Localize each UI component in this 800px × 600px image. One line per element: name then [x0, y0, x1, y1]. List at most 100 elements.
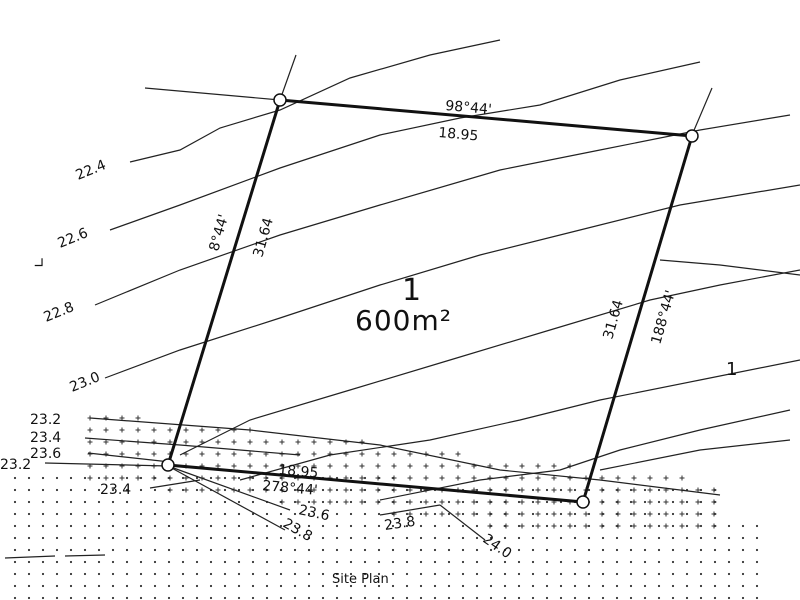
stipple-dot: [559, 488, 563, 492]
stipple-dot: [685, 512, 689, 516]
stipple-dot: [363, 476, 367, 480]
stipple-dot: [223, 584, 227, 588]
stipple-dot: [377, 548, 381, 552]
contour-line-h: [691, 87, 713, 136]
stipple-dot: [643, 572, 647, 576]
stipple-dot: [41, 572, 45, 576]
lot-area: 600m²: [355, 304, 452, 337]
stipple-dot: [657, 596, 661, 600]
stipple-dot: [307, 536, 311, 540]
stipple-dot: [251, 500, 255, 504]
stipple-dot: [209, 560, 213, 564]
stipple-dot: [587, 572, 591, 576]
stipple-dot: [573, 572, 577, 576]
stipple-dot: [223, 560, 227, 564]
stipple-dot: [181, 500, 185, 504]
stipple-dot: [363, 524, 367, 528]
stipple-dot: [111, 500, 115, 504]
stipple-dot: [671, 572, 675, 576]
stipple-dot: [629, 572, 633, 576]
stipple-dot: [741, 536, 745, 540]
stipple-dot: [125, 476, 129, 480]
contour-line-22-6: [109, 61, 701, 231]
stipple-dot: [139, 596, 143, 600]
stipple-dot: [433, 596, 437, 600]
stipple-dot: [475, 560, 479, 564]
stipple-dot: [349, 524, 353, 528]
stipple-dot: [307, 548, 311, 552]
stipple-dot: [419, 596, 423, 600]
stipple-dot: [559, 584, 563, 588]
stipple-dot: [461, 560, 465, 564]
stipple-dot: [587, 512, 591, 516]
stipple-dot: [391, 572, 395, 576]
stipple-dot: [671, 560, 675, 564]
stipple-dot: [279, 560, 283, 564]
stipple-dot: [55, 596, 59, 600]
stipple-dot: [251, 488, 255, 492]
stipple-dot: [685, 536, 689, 540]
stipple-dot: [475, 584, 479, 588]
contour-line-23-8b: [379, 504, 441, 516]
stipple-dot: [293, 572, 297, 576]
stipple-dot: [713, 536, 717, 540]
stipple-dot: [41, 512, 45, 516]
stipple-dot: [755, 548, 759, 552]
stipple-dot: [741, 584, 745, 588]
stipple-dot: [111, 596, 115, 600]
stipple-dot: [489, 560, 493, 564]
stipple-dot: [279, 584, 283, 588]
stipple-dot: [685, 500, 689, 504]
stipple-dot: [153, 500, 157, 504]
stipple-dot: [559, 560, 563, 564]
stipple-dot: [503, 584, 507, 588]
stipple-dot: [83, 488, 87, 492]
stipple-dot: [55, 524, 59, 528]
stipple-dot: [545, 512, 549, 516]
stipple-dot: [601, 560, 605, 564]
stipple-dot: [377, 512, 381, 516]
stipple-dot: [237, 500, 241, 504]
stipple-dot: [391, 548, 395, 552]
stipple-dot: [573, 524, 577, 528]
stipple-dot: [223, 536, 227, 540]
stipple-dot: [111, 536, 115, 540]
stipple-dot: [433, 500, 437, 504]
stipple-dot: [727, 524, 731, 528]
stipple-dot: [27, 488, 31, 492]
stipple-dot: [195, 584, 199, 588]
stipple-dot: [223, 512, 227, 516]
stipple-dot: [629, 488, 633, 492]
stipple-dot: [405, 584, 409, 588]
stipple-dot: [699, 584, 703, 588]
stipple-dot: [27, 524, 31, 528]
stipple-dot: [153, 536, 157, 540]
stipple-dot: [419, 548, 423, 552]
stipple-dot: [545, 596, 549, 600]
stipple-dot: [685, 584, 689, 588]
stipple-dot: [671, 548, 675, 552]
stipple-dot: [265, 536, 269, 540]
contour-label-23-6b: 23.6: [297, 502, 331, 524]
stipple-dot: [531, 512, 535, 516]
stipple-dot: [153, 572, 157, 576]
stipple-dot: [83, 536, 87, 540]
stipple-dot: [41, 560, 45, 564]
stipple-dot: [223, 524, 227, 528]
stipple-dot: [559, 548, 563, 552]
stipple-dot: [643, 548, 647, 552]
stipple-dot: [223, 548, 227, 552]
stipple-dot: [167, 500, 171, 504]
stipple-dot: [587, 560, 591, 564]
stipple-dot: [755, 596, 759, 600]
stipple-dot: [265, 596, 269, 600]
stipple-dot: [237, 560, 241, 564]
survey-peg-nw: [273, 93, 287, 107]
stipple-dot: [251, 548, 255, 552]
stipple-dot: [587, 548, 591, 552]
stipple-dot: [545, 584, 549, 588]
stipple-dot: [69, 476, 73, 480]
stipple-dot: [265, 572, 269, 576]
stipple-dot: [545, 572, 549, 576]
